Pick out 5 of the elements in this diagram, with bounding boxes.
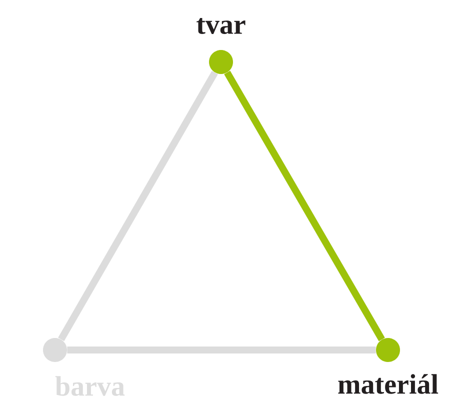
vertex-label: materiál (338, 374, 438, 394)
connector-line (224, 70, 385, 342)
connector-line (58, 70, 218, 342)
connector-line (67, 346, 376, 354)
vertex-label: tvar (196, 18, 246, 34)
